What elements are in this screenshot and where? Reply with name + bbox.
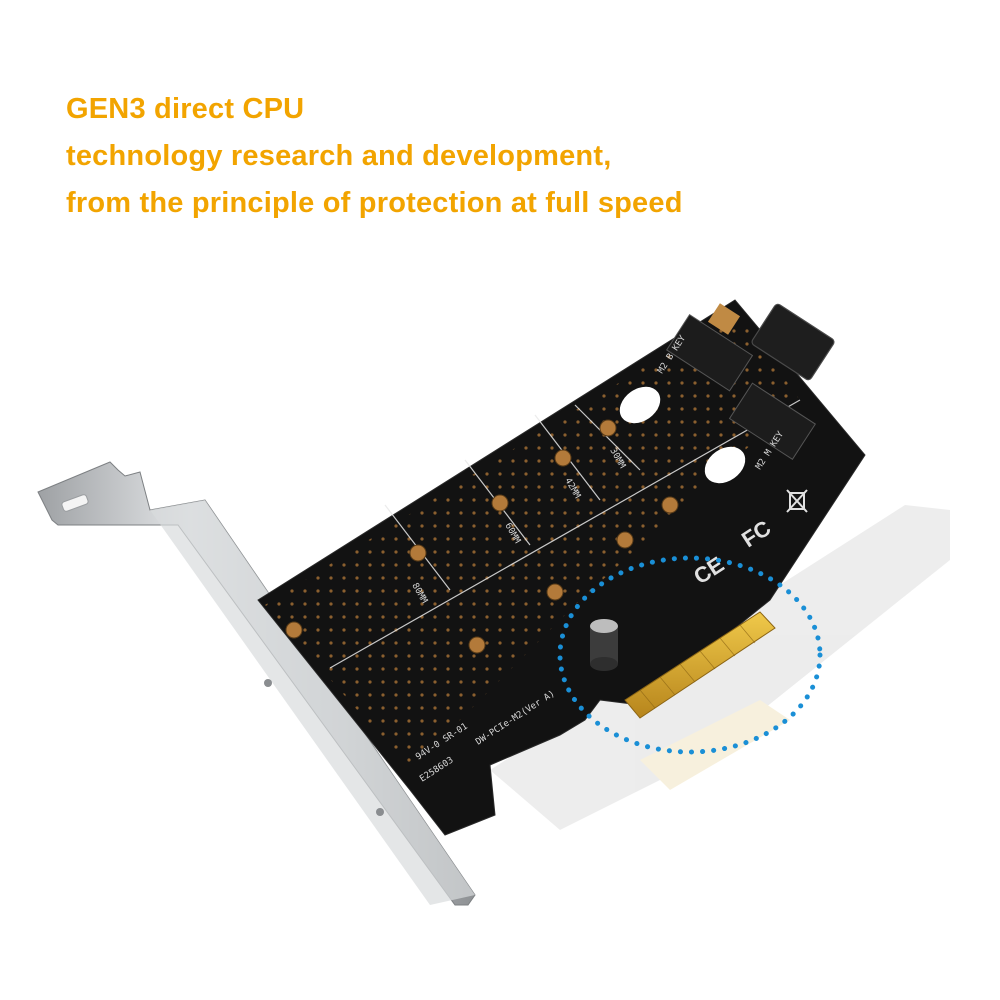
capacitor bbox=[590, 619, 618, 671]
headline-line-3: from the principle of protection at full… bbox=[66, 187, 683, 219]
headline: GEN3 direct CPU technology research and … bbox=[66, 86, 683, 227]
card-reflection bbox=[490, 505, 950, 830]
metal-bracket bbox=[37, 461, 476, 906]
pcie-gold-fingers bbox=[624, 611, 776, 719]
headline-line-1: GEN3 direct CPU bbox=[66, 93, 305, 125]
pcb-board: DW-PCIe-M2(Ver A) 94V-0 SR-01 E258603 M2… bbox=[257, 299, 866, 836]
weee-bin-icon bbox=[786, 489, 808, 513]
headline-line-2: technology research and development, bbox=[66, 140, 612, 172]
highlight-ring bbox=[557, 555, 823, 755]
